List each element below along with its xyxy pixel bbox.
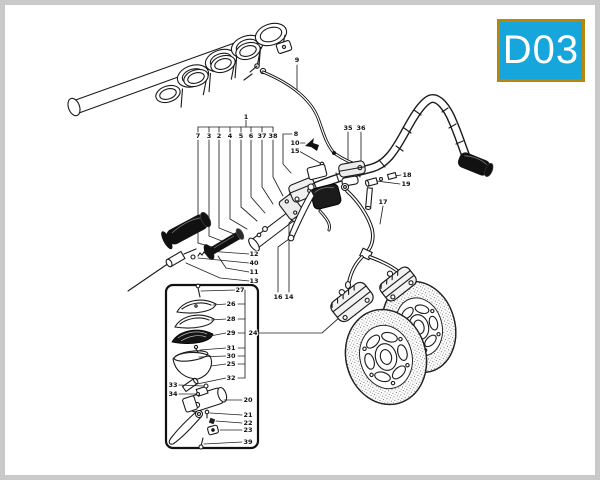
part-callout-20: 20 (243, 396, 253, 404)
throttle-body-assembly (67, 22, 293, 117)
part-callout-27: 27 (235, 286, 244, 294)
direction-arrow (305, 138, 319, 151)
part-callout-26: 26 (226, 300, 236, 308)
throttle-sensor (275, 40, 293, 54)
part-callout-19: 19 (401, 180, 411, 188)
part-callout-23: 23 (243, 426, 252, 434)
page-code-badge: D03 (497, 19, 585, 82)
part-callout-17: 17 (378, 198, 387, 206)
part-callout-5: 5 (239, 132, 244, 140)
part-callout-36: 36 (356, 124, 366, 132)
part-callout-11: 11 (249, 268, 259, 276)
switch-housing (338, 160, 366, 178)
exploded-view-box (164, 283, 260, 450)
part-callout-1: 1 (244, 113, 249, 121)
part-callout-30: 30 (226, 352, 236, 360)
throttle-spring (197, 250, 211, 257)
part-callout-14: 14 (284, 293, 294, 301)
bar-end-grip (457, 152, 494, 177)
cable-barrel (165, 250, 186, 268)
part-callout-29: 29 (226, 329, 236, 337)
part-callout-10: 10 (290, 139, 300, 147)
part-callout-18: 18 (402, 171, 412, 179)
part-callout-24: 24 (248, 329, 258, 337)
throttle-tube (203, 228, 245, 260)
part-callout-22: 22 (243, 419, 252, 427)
part-callout-25: 25 (226, 360, 236, 368)
part-callout-37: 37 (257, 132, 266, 140)
front-master-cylinder (287, 163, 350, 242)
part-callout-13: 13 (249, 277, 258, 285)
part-callout-8: 8 (294, 130, 299, 138)
part-callout-3: 3 (207, 132, 212, 140)
part-callout-33: 33 (168, 381, 177, 389)
paper-sheet (5, 5, 595, 475)
part-callout-34: 34 (168, 390, 178, 398)
part-callout-31: 31 (226, 344, 236, 352)
part-callout-38: 38 (268, 132, 278, 140)
handlebar-grip (161, 211, 212, 250)
grip-and-throttle-tube (127, 211, 245, 292)
brake-caliper-left (330, 281, 374, 323)
handlebar (288, 94, 494, 211)
part-callout-28: 28 (226, 315, 236, 323)
leader-lines (185, 64, 402, 334)
part-callout-21: 21 (243, 411, 253, 419)
brake-caliper-right (379, 266, 417, 302)
part-callout-16: 16 (273, 293, 283, 301)
part-callout-32: 32 (226, 374, 235, 382)
part-callout-15: 15 (290, 147, 300, 155)
part-callout-6: 6 (249, 132, 254, 140)
part-callout-39: 39 (243, 438, 253, 446)
throttle-cable (261, 70, 368, 170)
part-callout-40: 40 (249, 259, 259, 267)
part-callout-9: 9 (295, 56, 300, 64)
brake-disc-left (344, 308, 428, 406)
part-callout-2: 2 (217, 132, 222, 140)
part-callout-4: 4 (228, 132, 233, 140)
part-callout-35: 35 (343, 124, 353, 132)
page-code-text: D03 (502, 28, 580, 72)
part-callout-7: 7 (196, 132, 201, 140)
part-callout-12: 12 (249, 250, 258, 258)
